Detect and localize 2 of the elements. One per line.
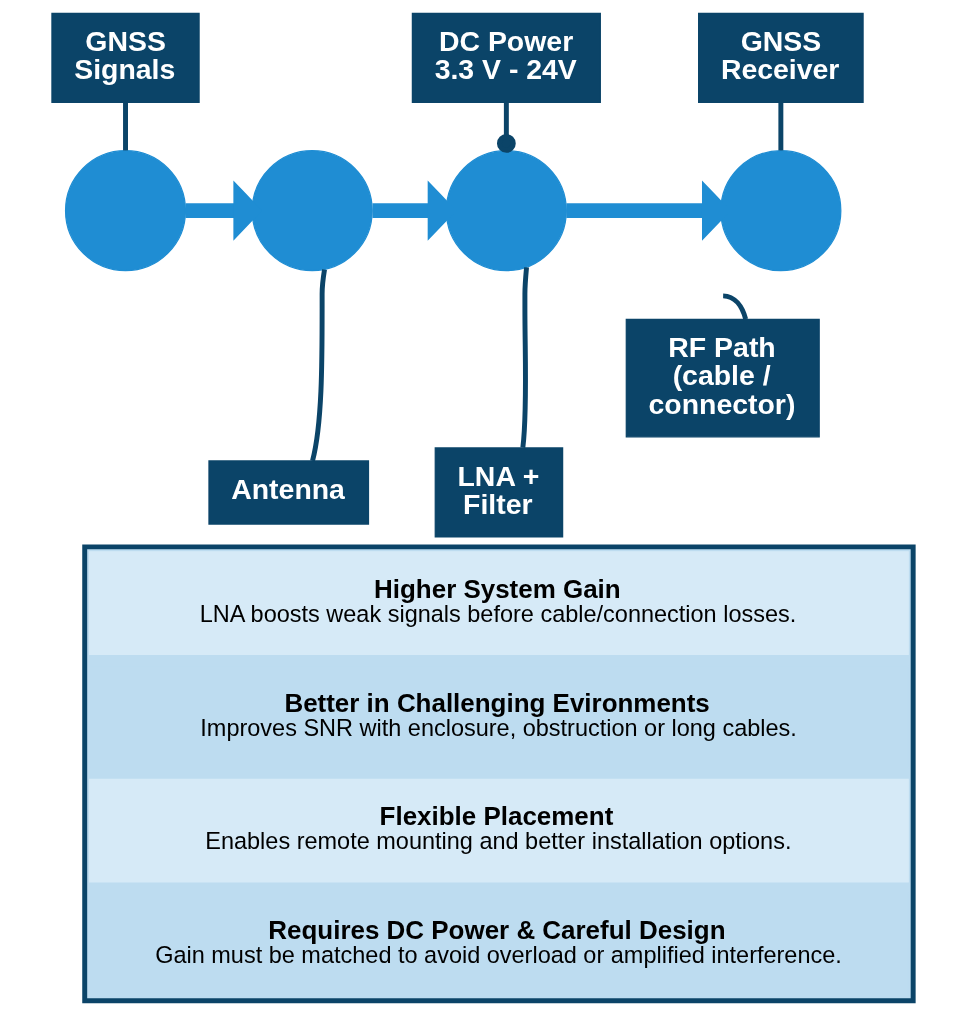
node-text: Better in Challenging Evironments Improves SNR with enclosure, obstruction or long cables.	[199, 687, 797, 741]
node-text: Requires DC Power & Careful Design Gain must be matched to avoid overload or amplified interference.	[154, 915, 842, 969]
